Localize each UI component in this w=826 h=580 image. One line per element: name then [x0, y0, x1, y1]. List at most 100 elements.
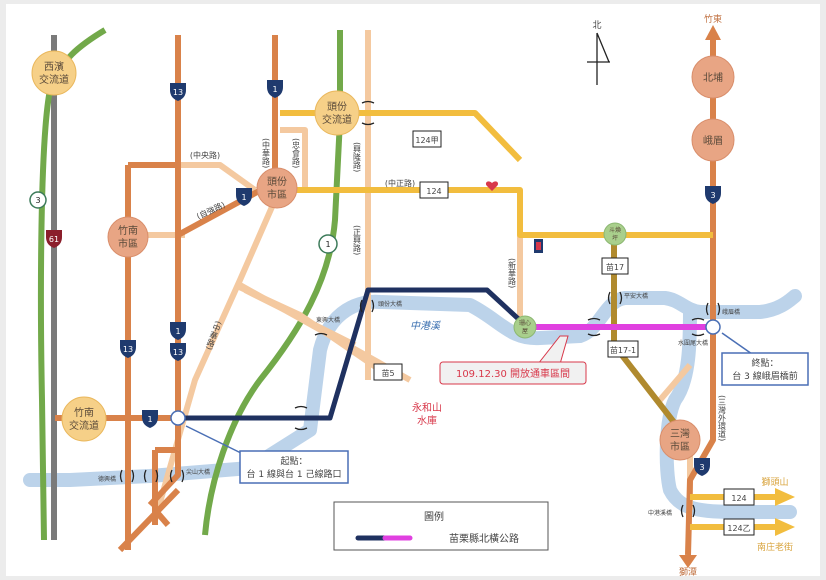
label-xinglong-road: (興隆路): [353, 142, 362, 172]
compass-icon: [587, 32, 610, 85]
node-zhunan-city[interactable]: 竹南 市區: [107, 216, 149, 258]
label-xinhua-road: (新華路): [508, 258, 517, 288]
shield-route-13a: 13: [120, 340, 136, 358]
label-shuiliao-bridge: 水圍尾大橋: [678, 339, 708, 347]
svg-text:1: 1: [147, 415, 152, 424]
svg-text:苗5: 苗5: [381, 369, 394, 378]
label-dejian-bridge: 德興橋: [98, 475, 116, 483]
shield-freeway-3: 3: [29, 191, 47, 209]
route-blue-segment: [180, 287, 527, 421]
shield-freeway-1: 1: [318, 234, 338, 254]
shield-route-1-south: 1: [170, 322, 186, 340]
legend-item-label: 苗栗縣北橫公路: [449, 532, 519, 545]
svg-text:124: 124: [731, 494, 746, 503]
node-sanwan-city[interactable]: 三灣 市區: [659, 419, 701, 461]
road-box-124-east: 124: [723, 488, 755, 506]
svg-text:1: 1: [272, 85, 277, 94]
shield-route-3-emei: 3: [705, 186, 721, 204]
svg-text:交流道: 交流道: [69, 419, 99, 432]
svg-text:竹南: 竹南: [118, 224, 138, 237]
compass-label: 北: [592, 20, 601, 31]
svg-text:3: 3: [699, 463, 704, 472]
road-box-miao17: 苗17: [601, 257, 629, 275]
shield-route-13-south: 13: [170, 343, 186, 361]
label-zhonggang-bridge: 中港溪橋: [648, 509, 672, 517]
shield-route-1-zhunan: 1: [142, 410, 158, 428]
shield-route-3-sanwan: 3: [694, 458, 710, 476]
node-toufen-interchange[interactable]: 頭份 交流道: [314, 90, 360, 136]
svg-text:13: 13: [173, 88, 183, 97]
node-shanxinwu[interactable]: 珊心 屋: [513, 315, 537, 339]
callout-start-point: 起點： 台 1 線與台 1 己線路口: [185, 425, 349, 484]
shield-route-1-north: 1: [267, 80, 283, 98]
svg-text:1: 1: [241, 193, 246, 202]
svg-text:13: 13: [173, 348, 183, 357]
road-box-miao5: 苗5: [373, 363, 403, 381]
label-zhengxing-road: (正興路): [353, 225, 362, 255]
node-xibin-interchange[interactable]: 西濱 交流道: [31, 50, 77, 96]
svg-text:屋: 屋: [522, 328, 528, 335]
svg-text:斗煥: 斗煥: [609, 226, 621, 234]
road-map-svg: 北 西濱 交流道 頭份 交流道 竹南 交流道 頭份 市區 竹南 市區 北埔 峨眉…: [23, 13, 809, 576]
heart-landmark-icon: [485, 181, 499, 191]
svg-text:三灣: 三灣: [670, 428, 690, 440]
label-jianshan-bridge: 尖山大橋: [186, 468, 210, 476]
label-sanwan-ring-road: (三灣外環道): [718, 395, 727, 441]
node-emei[interactable]: 峨眉: [691, 118, 735, 162]
svg-text:北埔: 北埔: [703, 71, 723, 84]
node-zhunan-interchange[interactable]: 竹南 交流道: [61, 396, 107, 442]
svg-text:109.12.30 開放通車區間: 109.12.30 開放通車區間: [456, 367, 570, 380]
road-box-miao17-1: 苗17-1: [607, 340, 639, 358]
dest-north: 竹東: [704, 13, 722, 25]
label-zhongyang-road: (中央路): [190, 150, 220, 160]
svg-text:頭份: 頭份: [327, 101, 347, 113]
shield-route-13-north: 13: [170, 83, 186, 101]
svg-text:竹南: 竹南: [74, 406, 94, 419]
dest-south: 獅潭: [679, 566, 697, 576]
end-point-marker: [705, 319, 721, 335]
label-river-name: 中港溪: [410, 320, 441, 332]
legend: 圖例 苗栗縣北橫公路: [333, 501, 549, 551]
arrow-south: [679, 555, 697, 568]
bridge-markers: [119, 100, 721, 518]
arrow-east-upper: [775, 488, 795, 506]
arrow-east-lower: [775, 518, 795, 536]
dest-east-upper: 獅頭山: [761, 476, 788, 488]
map-canvas: 北 西濱 交流道 頭份 交流道 竹南 交流道 頭份 市區 竹南 市區 北埔 峨眉…: [6, 4, 820, 576]
svg-text:西濱: 西濱: [44, 60, 64, 73]
arrow-north: [705, 25, 721, 40]
node-toufen-city[interactable]: 頭份 市區: [256, 167, 298, 209]
node-beipu[interactable]: 北埔: [691, 55, 735, 99]
dest-east-lower: 南庄老街: [757, 541, 793, 553]
label-reservoir-line2: 水庫: [417, 414, 437, 427]
svg-text:市區: 市區: [670, 440, 690, 453]
callout-open-section: 109.12.30 開放通車區間: [439, 335, 587, 385]
svg-text:珊心: 珊心: [519, 320, 531, 327]
label-emei-bridge: 峨眉橋: [722, 308, 740, 316]
label-pingan-bridge: 平安大橋: [624, 292, 648, 300]
svg-text:台 3 線峨眉橋前: 台 3 線峨眉橋前: [732, 370, 797, 382]
svg-text:坪: 坪: [612, 234, 618, 242]
label-dongxing-bridge: 東興大橋: [316, 316, 340, 324]
svg-text:61: 61: [49, 235, 59, 244]
label-toufen-bridge: 頭份大橋: [378, 300, 402, 308]
svg-text:交流道: 交流道: [39, 73, 69, 86]
svg-text:1: 1: [325, 240, 330, 249]
shield-route-61: 61: [46, 230, 62, 248]
svg-text:3: 3: [35, 196, 40, 205]
phone-landmark-icon: [534, 239, 543, 253]
callout-end-point: 終點： 台 3 線峨眉橋前: [721, 332, 809, 386]
svg-text:交流道: 交流道: [322, 113, 352, 126]
local-roads: [130, 30, 693, 521]
svg-text:124甲: 124甲: [415, 136, 438, 145]
node-douhuanping[interactable]: 斗煥 坪: [603, 222, 627, 246]
svg-text:頭份: 頭份: [267, 176, 287, 188]
road-box-124b: 124乙: [723, 518, 755, 536]
svg-text:124乙: 124乙: [727, 524, 750, 533]
road-box-124: 124: [419, 181, 449, 199]
legend-title: 圖例: [424, 510, 444, 523]
label-zhonghua-road-north: (中華路): [262, 138, 271, 168]
label-zhenghui-road: (忠會路): [292, 138, 301, 168]
label-reservoir-line1: 永和山: [412, 401, 442, 414]
label-zhongzheng-road: (中正路): [385, 178, 415, 188]
